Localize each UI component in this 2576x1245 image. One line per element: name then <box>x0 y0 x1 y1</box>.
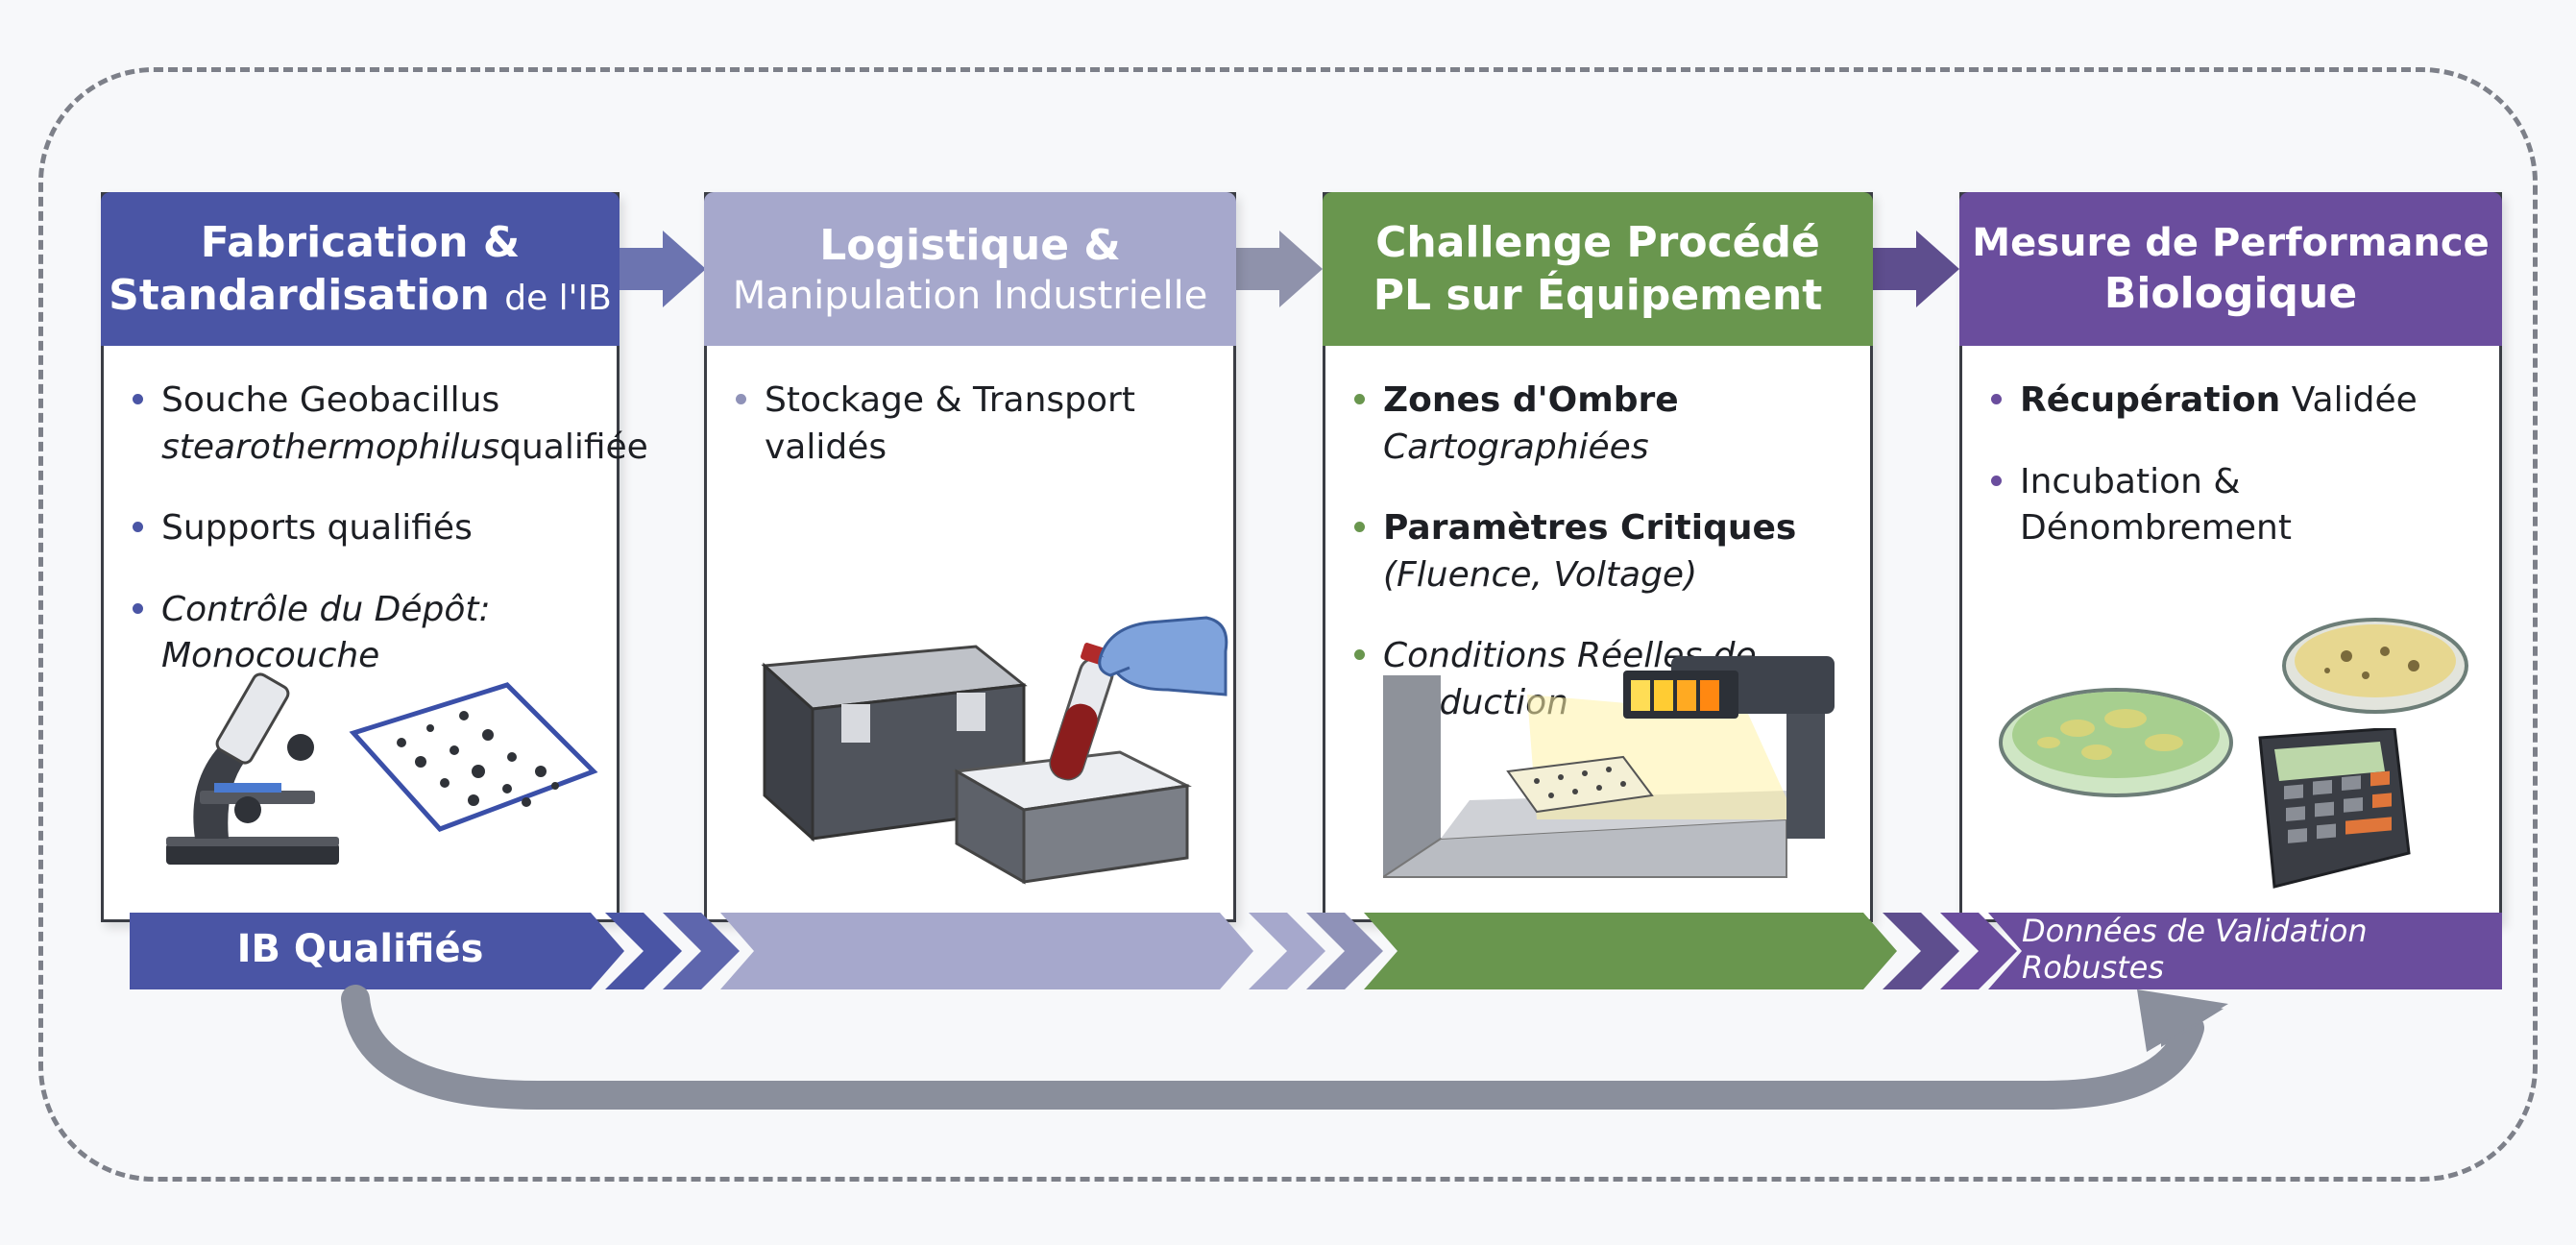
bullet-text-italic: (Fluence, Voltage) <box>1383 554 1698 595</box>
output-band-2 <box>720 913 1253 989</box>
bullet-text-italic: Cartographiées <box>1383 427 1649 467</box>
panel-challenge-title-line2: PL sur Équipement <box>1373 271 1823 320</box>
bullet-text-bold: Récupération <box>2020 380 2281 420</box>
output-chevron-3 <box>1883 913 2017 989</box>
bullet-text: Souche Geobacillus <box>161 380 500 420</box>
bullet-dot <box>133 522 143 533</box>
panel-challenge-header: Challenge Procédé PL sur Équipement <box>1323 192 1873 346</box>
panel-fabrication-title-line1: Fabrication & <box>200 218 521 267</box>
calculator-icon <box>2258 728 2411 889</box>
list-item: Récupération Validée <box>1991 378 2480 425</box>
list-item: Incubation & Dénombrement <box>1991 459 2480 552</box>
sample-box-icon <box>952 750 1192 885</box>
list-item: Stockage & Transport validés <box>736 378 1214 471</box>
bullet-dot <box>736 394 746 404</box>
panel-challenge: Challenge Procédé PL sur Équipement Zone… <box>1323 192 1873 922</box>
bullet-dot <box>133 602 143 614</box>
panel-challenge-title-line1: Challenge Procédé <box>1375 218 1820 267</box>
panel-fabrication-header: Fabrication & Standardisation de l'IB <box>101 192 620 346</box>
list-item: Contrôle du Dépôt: Monocouche <box>133 587 597 680</box>
output-label-ib-qualifies: IB Qualifiés <box>236 926 484 971</box>
petri-dish-icon <box>1999 618 2468 797</box>
bullet-dot <box>1991 475 2002 486</box>
panel-mesure: Mesure de Performance Biologique Récupér… <box>1959 192 2502 922</box>
bullet-dot <box>1354 394 1365 404</box>
bullet-text: Supports qualifiés <box>161 508 473 549</box>
list-item: Paramètres Critiques (Fluence, Voltage) <box>1354 505 1851 598</box>
panel-fabrication-title-line2: Standardisation de l'IB <box>109 269 612 322</box>
panel-logistique-title-line1: Logistique & <box>819 220 1121 270</box>
output-chevron-2 <box>1249 913 1383 989</box>
panel-fabrication-title-light: de l'IB <box>504 279 612 318</box>
panel-mesure-title-line1: Mesure de Performance <box>1972 220 2490 265</box>
bullet-text: qualifiée <box>499 427 648 467</box>
bullet-text: Incubation & Dénombrement <box>2020 461 2292 549</box>
flow-arrow-2 <box>1236 231 1323 307</box>
output-band-4 <box>1988 913 2502 989</box>
output-chevron-1 <box>605 913 740 989</box>
output-band-1 <box>130 913 624 989</box>
carrier-plate-icon <box>349 682 598 832</box>
output-label-donnees: Données de Validation Robustes <box>2022 912 2368 986</box>
panel-logistique-title-line2: Manipulation Industrielle <box>732 273 1208 318</box>
bullet-text-italic: stearothermophilus <box>161 427 500 467</box>
panel-mesure-title-line2: Biologique <box>2103 268 2358 318</box>
panel-logistique-header: Logistique & Manipulation Industrielle <box>704 192 1236 346</box>
panel-fabrication-title-bold: Standardisation <box>109 271 490 320</box>
list-item: Souche Geobacillus stearothermophilusqua… <box>133 378 648 471</box>
bullet-dot <box>1354 649 1365 661</box>
list-item: Zones d'Ombre Cartographiées <box>1354 378 1851 471</box>
microscope-icon <box>166 672 339 865</box>
pulsed-light-lamp-icon <box>1383 656 1835 878</box>
panel-logistique-bullets: Stockage & Transport validés <box>736 378 1214 505</box>
gloved-hand-icon <box>1098 616 1228 696</box>
flow-arrow-3 <box>1873 231 1959 307</box>
panel-mesure-bullets: Récupération Validée Incubation & Dénomb… <box>1991 378 2480 587</box>
panel-fabrication-bullets: Souche Geobacillus stearothermophilusqua… <box>133 378 648 715</box>
flow-arrow-1 <box>620 231 706 307</box>
bullet-text: Validée <box>2291 380 2418 420</box>
bullet-text: Stockage & Transport validés <box>765 380 1135 467</box>
bullet-dot <box>133 394 143 404</box>
bullet-dot <box>1991 394 2002 404</box>
bullet-dot <box>1354 522 1365 533</box>
panel-mesure-header: Mesure de Performance Biologique <box>1959 192 2502 346</box>
bullet-text-bold: Zones d'Ombre <box>1383 380 1679 420</box>
bullet-text-bold: Paramètres Critiques <box>1383 508 1797 549</box>
output-band-3 <box>1364 913 1897 989</box>
bullet-text-italic: Contrôle du Dépôt: Monocouche <box>161 589 491 676</box>
list-item: Supports qualifiés <box>133 505 597 552</box>
dashed-outer-frame <box>38 67 2538 1182</box>
